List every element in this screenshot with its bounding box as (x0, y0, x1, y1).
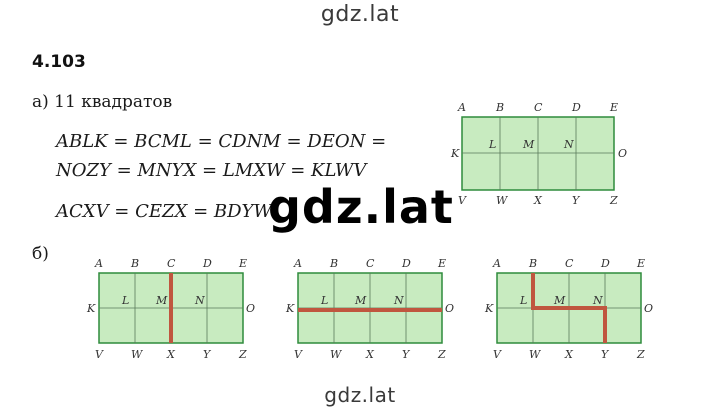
label-e: E (238, 257, 247, 270)
label-z: Z (238, 348, 247, 361)
problem-number: 4.103 (32, 52, 86, 72)
label-b: B (495, 101, 504, 114)
label-n: N (393, 294, 404, 307)
label-o: O (644, 302, 653, 315)
label-w: W (496, 194, 509, 207)
label-x: X (365, 348, 375, 361)
label-a: A (94, 257, 103, 270)
label-v: V (95, 348, 104, 361)
label-y: Y (203, 348, 212, 361)
equation-line-3: ACXV = CEZX = BDYW (56, 201, 272, 222)
label-y: Y (572, 194, 581, 207)
label-z: Z (609, 194, 618, 207)
label-d: D (202, 257, 212, 270)
figure-cut-vertical: A B C D E K L M N O V W X Y Z (86, 257, 255, 361)
label-l: L (320, 294, 328, 307)
label-a: A (457, 101, 466, 114)
label-y: Y (601, 348, 610, 361)
equation-line-2: NOZY = MNYX = LMXW = KLWV (56, 160, 367, 181)
label-v: V (294, 348, 303, 361)
label-z: Z (437, 348, 446, 361)
label-d: D (571, 101, 581, 114)
label-m: M (553, 294, 566, 307)
cut-line (531, 273, 607, 343)
label-c: C (534, 101, 543, 114)
label-c: C (565, 257, 574, 270)
watermark-bottom: gdz.lat (324, 383, 396, 407)
label-l: L (121, 294, 129, 307)
label-e: E (437, 257, 446, 270)
label-n: N (563, 138, 574, 151)
label-o: O (445, 302, 454, 315)
watermark-middle: gdz.lat (268, 180, 454, 234)
label-l: L (488, 138, 496, 151)
label-e: E (636, 257, 645, 270)
label-v: V (493, 348, 502, 361)
label-y: Y (402, 348, 411, 361)
label-z: Z (636, 348, 645, 361)
label-k: K (484, 302, 494, 315)
label-k: K (285, 302, 295, 315)
label-b: B (329, 257, 338, 270)
label-k: K (86, 302, 96, 315)
label-d: D (600, 257, 610, 270)
figure-cut-horizontal: A B C D E K L M N O V W X Y Z (285, 257, 454, 361)
label-a: A (492, 257, 501, 270)
label-a: A (293, 257, 302, 270)
label-b: B (528, 257, 537, 270)
label-x: X (533, 194, 543, 207)
part-a-label: а) 11 квадратов (32, 92, 173, 112)
label-w: W (529, 348, 542, 361)
label-d: D (401, 257, 411, 270)
label-c: C (366, 257, 375, 270)
label-m: M (354, 294, 367, 307)
label-w: W (131, 348, 144, 361)
label-m: M (155, 294, 168, 307)
label-o: O (246, 302, 255, 315)
label-n: N (592, 294, 603, 307)
label-e: E (609, 101, 618, 114)
label-o: O (618, 147, 627, 160)
watermark-top: gdz.lat (320, 2, 400, 27)
equation-line-1: ABLK = BCML = CDNM = DEON = (56, 131, 387, 152)
label-v: V (458, 194, 467, 207)
label-x: X (166, 348, 176, 361)
label-c: C (167, 257, 176, 270)
label-l: L (519, 294, 527, 307)
figure-main-rectangle: A B C D E K L M N O V W X Y Z (450, 101, 627, 207)
label-k: K (450, 147, 460, 160)
label-m: M (522, 138, 535, 151)
figure-cut-step: A B C D E K L M N O V W X Y Z (484, 257, 653, 361)
label-x: X (564, 348, 574, 361)
part-b-label: б) (32, 244, 49, 264)
label-w: W (330, 348, 343, 361)
label-n: N (194, 294, 205, 307)
label-b: B (130, 257, 139, 270)
